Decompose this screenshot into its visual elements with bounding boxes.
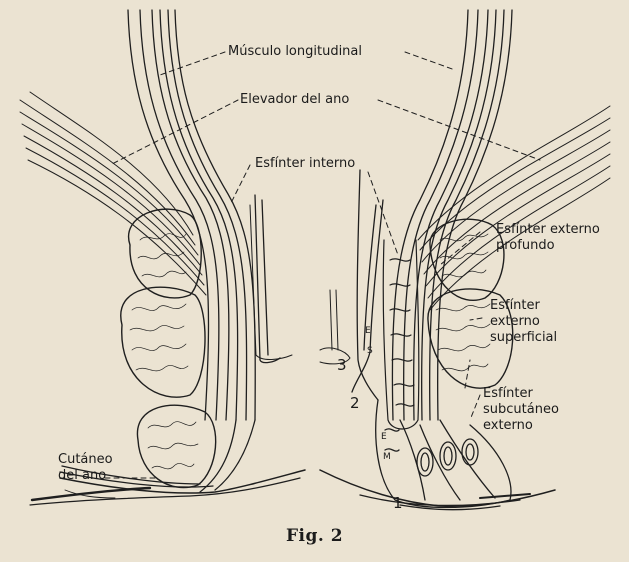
left-anal-lining [200, 195, 280, 492]
marker-s-upper: S [367, 346, 373, 356]
right-inner-canal [352, 170, 383, 400]
marker-3: 3 [337, 356, 347, 374]
marker-1: 1 [393, 494, 403, 512]
right-skin-line [320, 470, 555, 510]
label-esfinter-externo-profundo-line2: profundo [496, 238, 555, 253]
label-cutaneo-del-ano-line1: Cutáneo [58, 452, 113, 467]
left-lobe-texture [130, 234, 198, 469]
label-esfinter-subcutaneo-line1: Esfínter [483, 386, 533, 401]
label-esfinter-interno: Esfínter interno [255, 156, 355, 171]
label-esfinter-subcutaneo-line3: externo [483, 418, 533, 433]
label-musculo-longitudinal: Músculo longitudinal [228, 44, 362, 59]
label-elevador-del-ano: Elevador del ano [240, 92, 349, 107]
right-rectal-wall [392, 10, 512, 420]
leader-lines [105, 52, 540, 478]
marker-e-upper: E [365, 326, 371, 336]
label-cutaneo-del-ano-line2: del ano [58, 468, 106, 483]
marker-2: 2 [350, 394, 360, 412]
label-esfinter-externo-superficial-line1: Esfínter [490, 298, 540, 313]
right-lobe-texture [436, 234, 490, 371]
marker-m-lower: M [383, 452, 391, 462]
left-rectal-wall [128, 10, 255, 420]
label-esfinter-externo-superficial-line2: externo [490, 314, 540, 329]
label-esfinter-externo-superficial-line3: superficial [490, 330, 557, 345]
label-esfinter-subcutaneo-line2: subcutáneo [483, 402, 559, 417]
figure-caption: Fig. 2 [0, 526, 629, 546]
label-esfinter-externo-profundo-line1: Esfínter externo [496, 222, 600, 237]
marker-e-lower: E [381, 432, 387, 442]
